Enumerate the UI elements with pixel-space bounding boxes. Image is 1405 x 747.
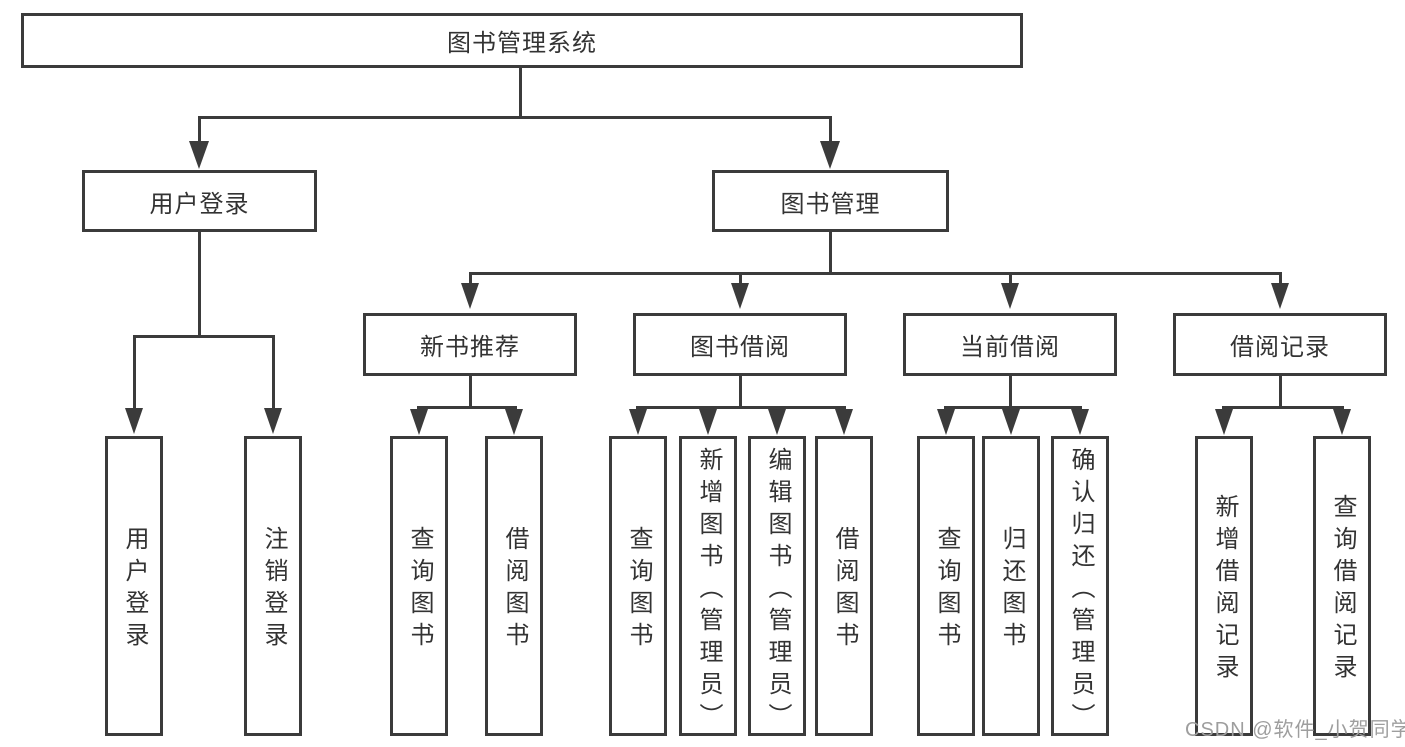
connector-line — [198, 117, 201, 143]
arrow-down-icon — [731, 283, 749, 309]
arrow-down-icon — [629, 409, 647, 435]
arrow-down-icon — [1215, 409, 1233, 435]
leaf-confirm-return-admin-label: 确认归还（管理员） — [1067, 447, 1094, 735]
connector-line — [1009, 273, 1012, 284]
arrow-down-icon — [835, 409, 853, 435]
leaf-logout-label: 注销登录 — [260, 526, 287, 654]
connector-line — [739, 273, 742, 284]
arrow-down-icon — [937, 409, 955, 435]
connector-line — [198, 232, 201, 336]
connector-line — [198, 116, 832, 119]
connector-line — [133, 335, 275, 338]
leaf-return-books-label: 归还图书 — [998, 526, 1025, 654]
arrow-down-icon — [410, 409, 428, 435]
connector-line — [469, 375, 472, 408]
connector-line — [739, 375, 742, 408]
leaf-user-login: 用户登录 — [105, 436, 163, 736]
leaf-add-borrow-record-label: 新增借阅记录 — [1211, 494, 1238, 686]
leaf-borrow-books-recommend-label: 借阅图书 — [501, 526, 528, 654]
arrow-down-icon — [461, 283, 479, 309]
connector-line — [417, 406, 517, 409]
node-new-book-recommendation: 新书推荐 — [363, 313, 577, 376]
connector-line — [829, 117, 832, 143]
connector-line — [944, 406, 1082, 409]
node-user-login: 用户登录 — [82, 170, 317, 232]
connector-line — [829, 232, 832, 273]
node-book-management: 图书管理 — [712, 170, 949, 232]
arrow-down-icon — [768, 409, 786, 435]
connector-line — [636, 406, 846, 409]
leaf-query-borrow-record-label: 查询借阅记录 — [1329, 494, 1356, 686]
leaf-query-books-current-label: 查询图书 — [933, 526, 960, 654]
arrow-down-icon — [699, 409, 717, 435]
leaf-return-books: 归还图书 — [982, 436, 1040, 736]
connector-line — [469, 273, 472, 284]
leaf-borrow-books-label: 借阅图书 — [831, 526, 858, 654]
arrow-down-icon — [125, 408, 143, 434]
connector-line — [469, 272, 1282, 275]
connector-line — [1009, 375, 1012, 408]
connector-line — [1222, 406, 1344, 409]
node-current-borrowing: 当前借阅 — [903, 313, 1117, 376]
csdn-watermark: CSDN @软件_小贺同学 — [1185, 719, 1405, 741]
arrow-down-icon — [1071, 409, 1089, 435]
arrow-down-icon — [820, 141, 840, 169]
node-library-management-system: 图书管理系统 — [21, 13, 1023, 68]
leaf-user-login-label: 用户登录 — [121, 526, 148, 654]
leaf-edit-book-admin-label: 编辑图书（管理员） — [764, 447, 791, 735]
arrow-down-icon — [1333, 409, 1351, 435]
leaf-query-books-current: 查询图书 — [917, 436, 975, 736]
leaf-query-books-recommend-label: 查询图书 — [406, 526, 433, 654]
leaf-query-books-borrow-label: 查询图书 — [625, 526, 652, 654]
node-borrowing-records: 借阅记录 — [1173, 313, 1387, 376]
leaf-add-book-admin-label: 新增图书（管理员） — [695, 447, 722, 735]
connector-line — [133, 336, 136, 409]
leaf-borrow-books-recommend: 借阅图书 — [485, 436, 543, 736]
leaf-confirm-return-admin: 确认归还（管理员） — [1051, 436, 1109, 736]
leaf-borrow-books: 借阅图书 — [815, 436, 873, 736]
leaf-logout: 注销登录 — [244, 436, 302, 736]
node-book-borrowing: 图书借阅 — [633, 313, 847, 376]
leaf-add-book-admin: 新增图书（管理员） — [679, 436, 737, 736]
arrow-down-icon — [1001, 283, 1019, 309]
connector-line — [519, 66, 522, 117]
arrow-down-icon — [505, 409, 523, 435]
leaf-query-borrow-record: 查询借阅记录 — [1313, 436, 1371, 736]
leaf-add-borrow-record: 新增借阅记录 — [1195, 436, 1253, 736]
leaf-edit-book-admin: 编辑图书（管理员） — [748, 436, 806, 736]
leaf-query-books-recommend: 查询图书 — [390, 436, 448, 736]
leaf-query-books-borrow: 查询图书 — [609, 436, 667, 736]
connector-line — [1279, 273, 1282, 284]
arrow-down-icon — [189, 141, 209, 169]
arrow-down-icon — [1271, 283, 1289, 309]
connector-line — [272, 336, 275, 409]
arrow-down-icon — [264, 408, 282, 434]
arrow-down-icon — [1002, 409, 1020, 435]
connector-line — [1279, 375, 1282, 408]
